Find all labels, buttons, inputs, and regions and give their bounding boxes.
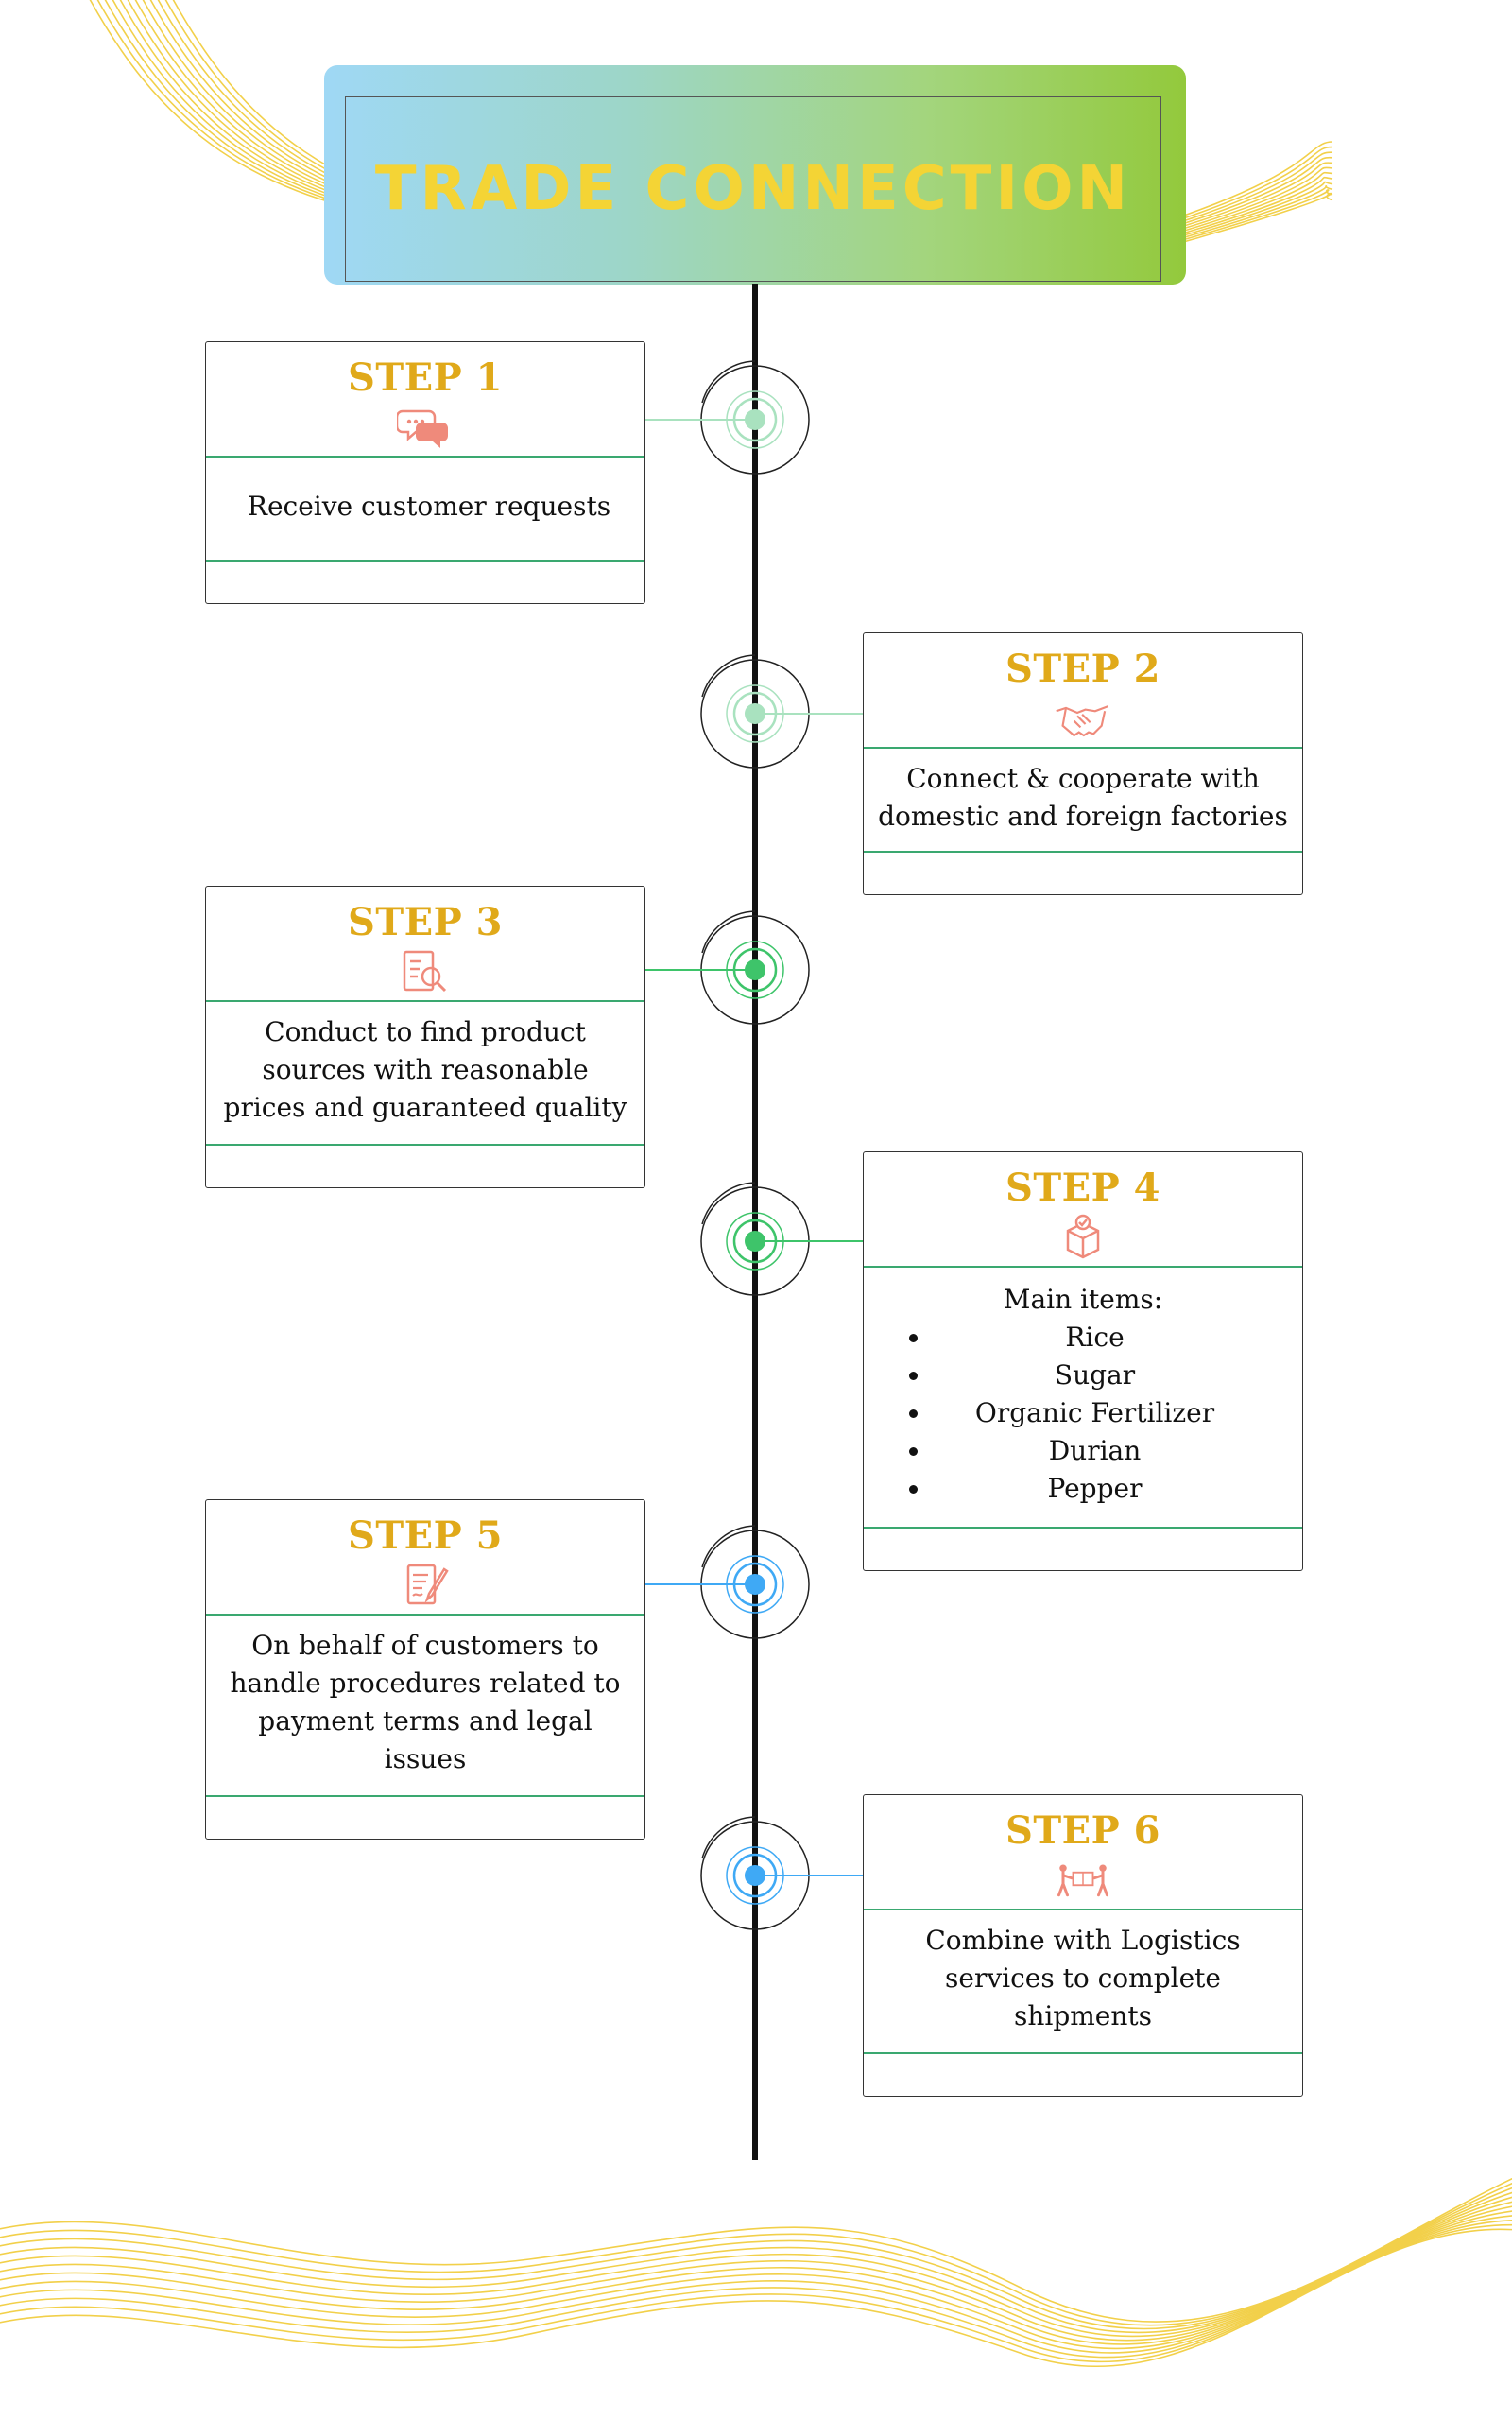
step-title: STEP 2 <box>1005 647 1160 691</box>
step-description: Conduct to find product sources with rea… <box>206 1002 644 1146</box>
list-item-label: Durian <box>1048 1435 1142 1466</box>
step-card-6: STEP 6 Combine with Logistics services t… <box>863 1794 1303 2097</box>
step-title: STEP 3 <box>348 900 503 944</box>
list-item-label: Sugar <box>1054 1359 1136 1391</box>
step-header: STEP 3 <box>206 887 644 1002</box>
list-item: Sugar <box>875 1357 1291 1394</box>
step-description: Connect & cooperate with domestic and fo… <box>864 749 1302 853</box>
timeline-node-6 <box>700 1816 810 1930</box>
step-card-5: STEP 5 On behalf of customers to handle … <box>205 1499 645 1840</box>
chat-bubbles-icon <box>397 409 448 448</box>
step-description: On behalf of customers to handle procedu… <box>206 1616 644 1797</box>
delivery-workers-icon <box>1057 1864 1108 1897</box>
list-item-label: Organic Fertilizer <box>974 1397 1215 1428</box>
step-header: STEP 5 <box>206 1500 644 1616</box>
contract-signing-icon <box>406 1564 449 1605</box>
title-banner: TRADE CONNECTION <box>324 65 1186 285</box>
list-item-label: Pepper <box>1047 1473 1143 1504</box>
step-header: STEP 6 <box>864 1795 1302 1910</box>
list-item: Durian <box>875 1432 1291 1470</box>
step-header: STEP 1 <box>206 342 644 458</box>
list-item: Rice <box>875 1319 1291 1357</box>
items-heading: Main items: <box>1003 1284 1163 1315</box>
box-check-icon <box>1066 1214 1100 1259</box>
timeline-line <box>752 284 758 2160</box>
title-frame: TRADE CONNECTION <box>345 96 1161 282</box>
page-title: TRADE CONNECTION <box>374 154 1132 224</box>
step-card-3: STEP 3 Conduct to find product sources w… <box>205 886 645 1188</box>
step-description: Main items: Rice Sugar Organic Fertilize… <box>864 1268 1302 1529</box>
document-search-icon <box>403 950 447 993</box>
step-title: STEP 5 <box>348 1513 503 1558</box>
step-title: STEP 6 <box>1005 1808 1160 1853</box>
bottom-wave-decoration <box>0 2177 1512 2367</box>
step-description: Combine with Logistics services to compl… <box>864 1910 1302 2054</box>
step-description: Receive customer requests <box>206 458 644 562</box>
step-card-2: STEP 2 Connect & cooperate with domestic… <box>863 632 1303 895</box>
step-header: STEP 4 <box>864 1152 1302 1268</box>
handshake-icon <box>1056 705 1108 737</box>
items-list: Rice Sugar Organic Fertilizer Durian Pep… <box>875 1319 1291 1508</box>
step-title: STEP 4 <box>1005 1166 1160 1210</box>
step-header: STEP 2 <box>864 633 1302 749</box>
list-item: Pepper <box>875 1470 1291 1508</box>
step-card-1: STEP 1 Receive customer requests <box>205 341 645 604</box>
step-title: STEP 1 <box>348 355 503 400</box>
step-card-4: STEP 4 Main items: Rice Sugar Organic Fe… <box>863 1151 1303 1571</box>
list-item-label: Rice <box>1065 1322 1125 1353</box>
list-item: Organic Fertilizer <box>875 1394 1291 1432</box>
